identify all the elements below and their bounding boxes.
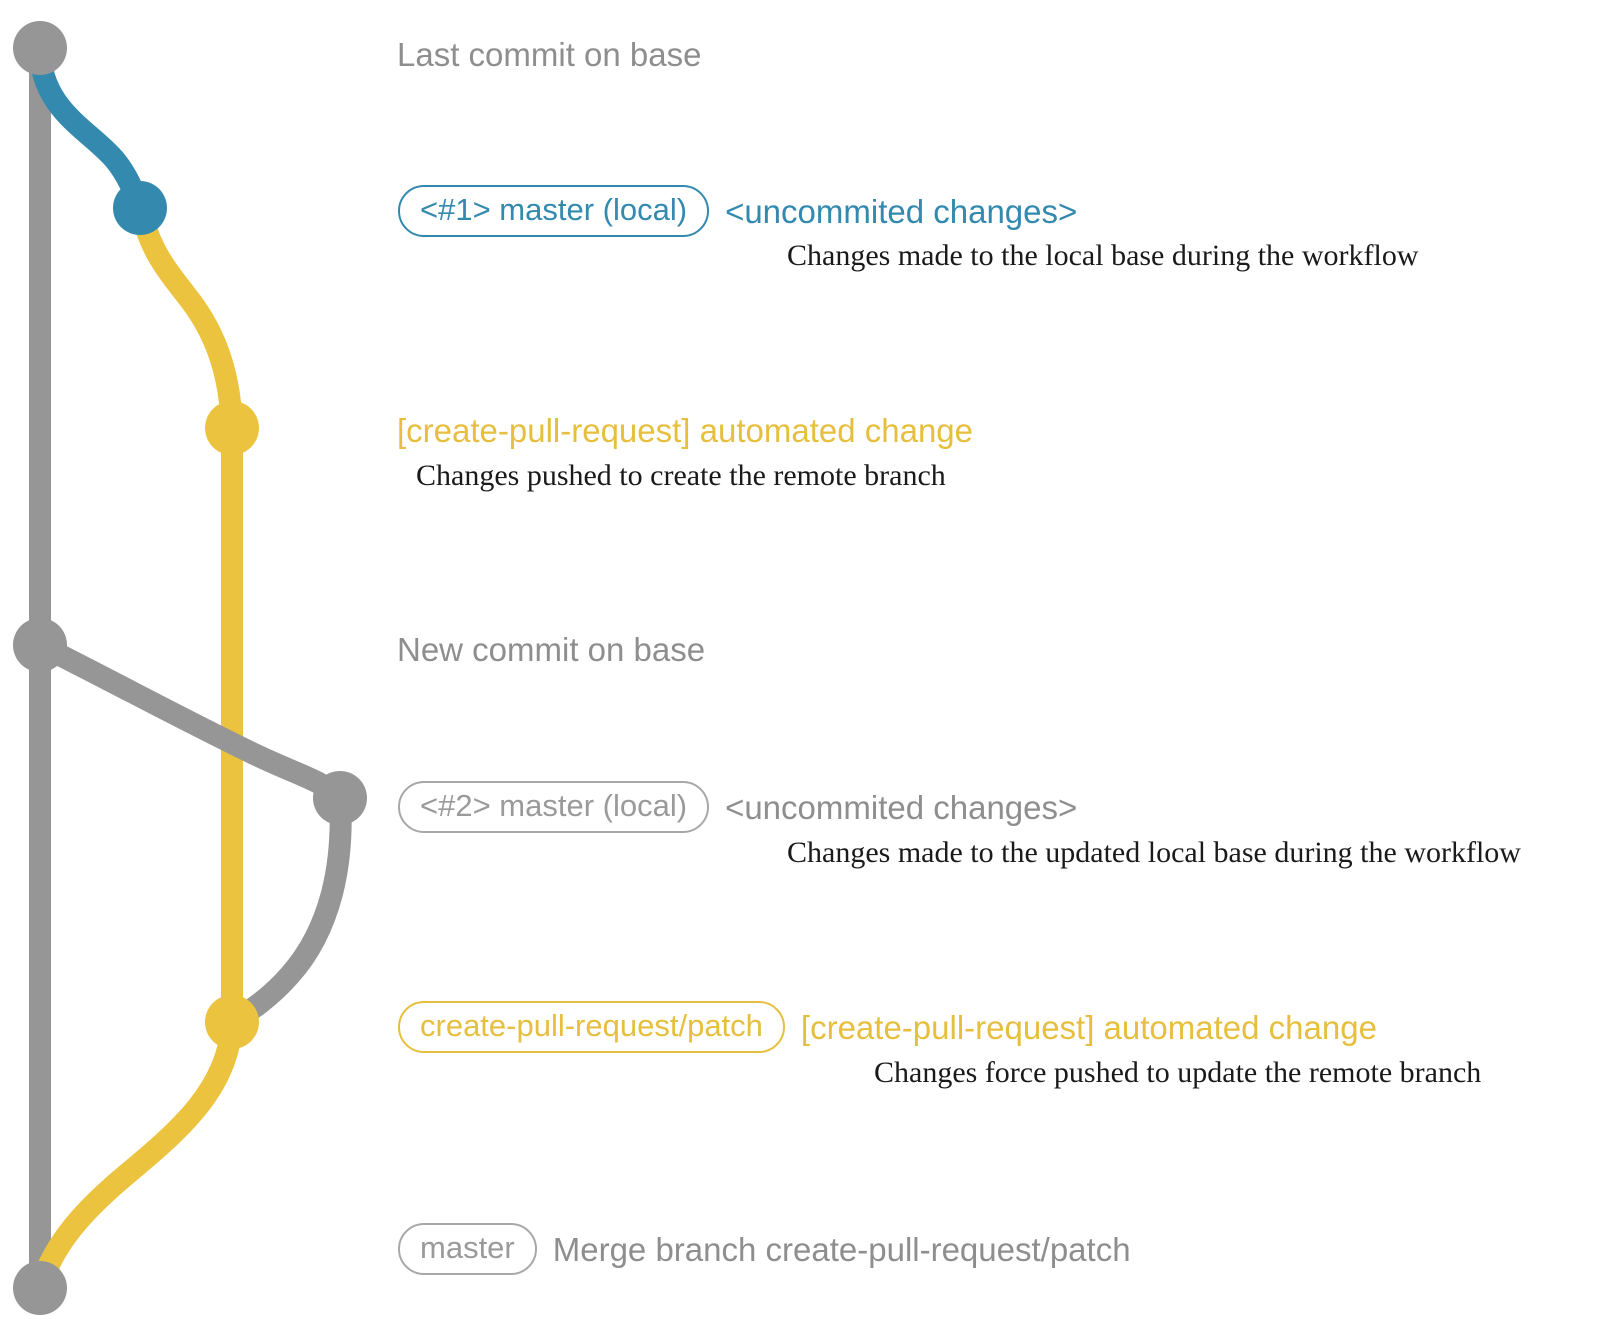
commit-node-local-2[interactable] xyxy=(313,771,367,825)
updated-local-to-patch-line xyxy=(221,787,352,1033)
local-changes-branch-line xyxy=(29,37,151,219)
commit-subject-merge: Merge branch create-pull-request/patch xyxy=(552,1230,1131,1268)
branch-badge-master-local-2[interactable]: <#2> master (local) xyxy=(398,781,710,833)
commit-subject-local-2: <uncommited changes> xyxy=(725,788,1078,826)
commit-subject-base-1: Last commit on base xyxy=(397,36,702,73)
commit-node-base-2[interactable] xyxy=(13,618,67,672)
commit-subject-patch-2: [create-pull-request] automated change xyxy=(800,1008,1377,1046)
commit-description-local-2: Changes made to the updated local base d… xyxy=(787,836,1521,869)
patch-merge-line xyxy=(29,1011,243,1299)
commit-subject-local-1: <uncommited changes> xyxy=(725,192,1078,230)
commit-description-patch-2: Changes force pushed to update the remot… xyxy=(874,1056,1482,1089)
commit-row-local-2: <#2> master (local) <uncommited changes> xyxy=(398,781,1077,833)
commit-node-patch-1[interactable] xyxy=(205,401,259,455)
branch-badge-master-local-1[interactable]: <#1> master (local) xyxy=(398,185,710,237)
branch-badge-master[interactable]: master xyxy=(398,1223,537,1275)
commit-description-patch-1: Changes pushed to create the remote bran… xyxy=(416,459,946,492)
commit-node-base-1[interactable] xyxy=(13,21,67,75)
commit-subject-patch-1: [create-pull-request] automated change xyxy=(397,412,974,449)
updated-local-branch-line xyxy=(29,634,351,809)
branch-badge-create-pull-request-patch[interactable]: create-pull-request/patch xyxy=(398,1001,785,1053)
commit-description-local-1: Changes made to the local base during th… xyxy=(787,239,1419,272)
commit-node-merge[interactable] xyxy=(13,1261,67,1315)
commit-graph-canvas xyxy=(13,21,367,1315)
commit-subject-base-2: New commit on base xyxy=(397,631,706,668)
commit-row-patch-1: [create-pull-request] automated change xyxy=(397,414,973,447)
commit-node-patch-2[interactable] xyxy=(205,995,259,1049)
commit-node-local-1[interactable] xyxy=(113,181,167,235)
commit-row-local-1: <#1> master (local) <uncommited changes> xyxy=(398,185,1077,237)
patch-branch-line-upper xyxy=(129,197,243,439)
commit-row-patch-2: create-pull-request/patch [create-pull-r… xyxy=(398,1001,1377,1053)
commit-row-merge: master Merge branch create-pull-request/… xyxy=(398,1223,1131,1275)
